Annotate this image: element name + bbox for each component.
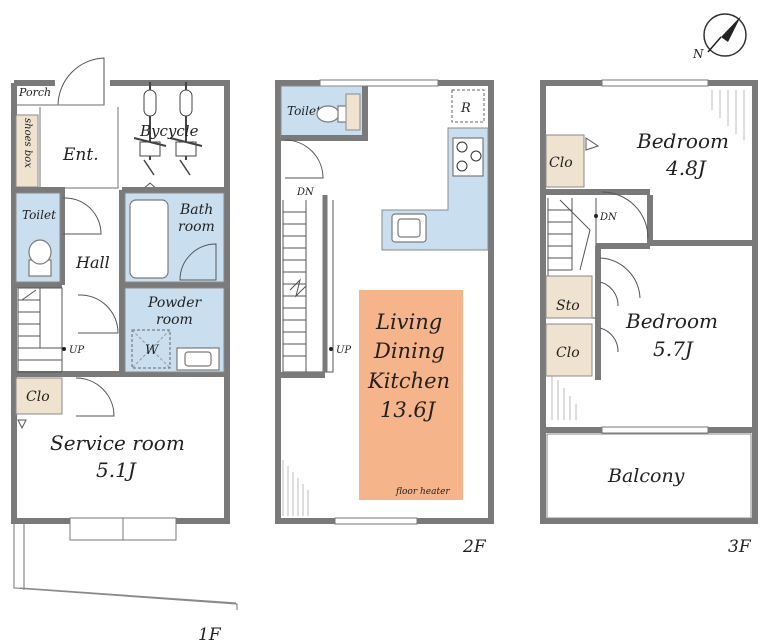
f1-powder-label-2: room [156, 312, 193, 328]
f3-closet2-label: Clo [556, 345, 580, 361]
f1-terrace-outline [13, 523, 238, 610]
f1-powder-label-1: Powder [147, 295, 203, 311]
f3-floor-label: 3F [728, 537, 752, 557]
f3-bedroom2-label: Bedroom [625, 309, 718, 333]
f1-washer-space [131, 329, 171, 369]
f1-bicycle-label: Bycycle [139, 122, 199, 140]
f2-ldk-label-2: Dining [373, 339, 445, 363]
f2-toilet-label: Toilet [287, 104, 321, 118]
f1-floor-label: 1F [198, 625, 222, 643]
compass: N [692, 13, 747, 61]
f2-toilet-door [284, 139, 324, 179]
f1-toilet-door [62, 197, 102, 235]
f2-toilet-shelf [345, 93, 361, 131]
f3-balcony-label: Balcony [607, 465, 685, 487]
f3-bedroom2-size: 5.7J [653, 337, 694, 361]
f1-outer-wall [11, 80, 230, 524]
f2-top-window [319, 79, 439, 87]
f2-refrigerator-label: R [460, 101, 471, 116]
f1-toilet-bowl-icon [28, 239, 52, 277]
bicycle-icon [133, 82, 203, 176]
f1-bath-door [179, 243, 217, 281]
f2-ldk-label-3: Kitchen [367, 369, 450, 393]
f1-service-door [75, 377, 115, 417]
f1-entrance-label: Ent. [62, 145, 99, 165]
f3-storage-label: Sto [556, 298, 580, 314]
f1-porch-label: Porch [18, 86, 51, 99]
compass-tail [707, 36, 722, 53]
f3-stair-dn-label: DN [599, 212, 618, 223]
f2-sink-icon [391, 213, 427, 243]
floor-1: Porch shoes box Ent. Bycycle [11, 57, 238, 643]
f3-bedroom2-door [599, 257, 641, 299]
f1-bathtub [129, 199, 169, 279]
floor-2: Toilet R DN [275, 79, 494, 557]
f2-floor-heater [359, 290, 463, 500]
f3-bedroom2-window [601, 426, 709, 434]
f3-top-window [601, 79, 709, 87]
f3-balcony [546, 433, 752, 519]
f1-entrance [39, 107, 119, 189]
floor-3: Bedroom 4.8J Clo DN Sto Clo Bedroom 5 [540, 79, 758, 557]
f1-porch-door [57, 57, 105, 106]
f1-stair-up-label: UP [69, 345, 84, 356]
f2-refrigerator-space [451, 89, 485, 123]
f3-bedroom1-door [601, 191, 649, 239]
f2-floor-heater-label: floor heater [395, 487, 450, 497]
f2-stairs [282, 195, 334, 373]
f1-closet [15, 377, 63, 415]
f2-stove-icon [452, 137, 484, 177]
f2-toilet-bowl-icon [316, 105, 349, 123]
f1-service-room-size: 5.1J [96, 458, 137, 482]
f3-closet1-label: Clo [549, 155, 573, 171]
compass-ring [703, 13, 747, 57]
compass-north-label: N [692, 47, 704, 61]
f3-closet2 [545, 323, 593, 377]
f3-bedroom1-size: 4.8J [665, 156, 707, 180]
f2-stair-dn-label: DN [296, 187, 315, 198]
f1-washer-label: W [145, 343, 160, 358]
f1-powder-door [77, 294, 119, 334]
f2-bottom-window [334, 517, 418, 525]
f1-stairs [17, 287, 66, 373]
f1-hall-label: Hall [75, 253, 110, 272]
f1-shoes-box-label: shoes box [22, 118, 33, 168]
f2-ldk-size: 13.6J [380, 398, 437, 422]
f2-floor-label: 2F [462, 537, 487, 557]
f1-closet-label: Clo [26, 389, 50, 405]
f3-window-hatch [551, 90, 745, 420]
f1-toilet-label: Toilet [22, 208, 56, 222]
f3-closet1 [545, 134, 585, 188]
f3-storage [545, 275, 593, 319]
f2-window-hatch [282, 460, 309, 516]
f1-bath-label-2: room [178, 219, 215, 235]
f3-bedroom1-label: Bedroom [636, 129, 729, 153]
f1-bath-label-1: Bath [179, 202, 213, 218]
f2-stair-up-label: UP [336, 345, 351, 356]
f1-service-room-label: Service room [50, 431, 185, 455]
f2-ldk-label-1: Living [375, 310, 442, 334]
compass-needle-icon [721, 16, 741, 42]
